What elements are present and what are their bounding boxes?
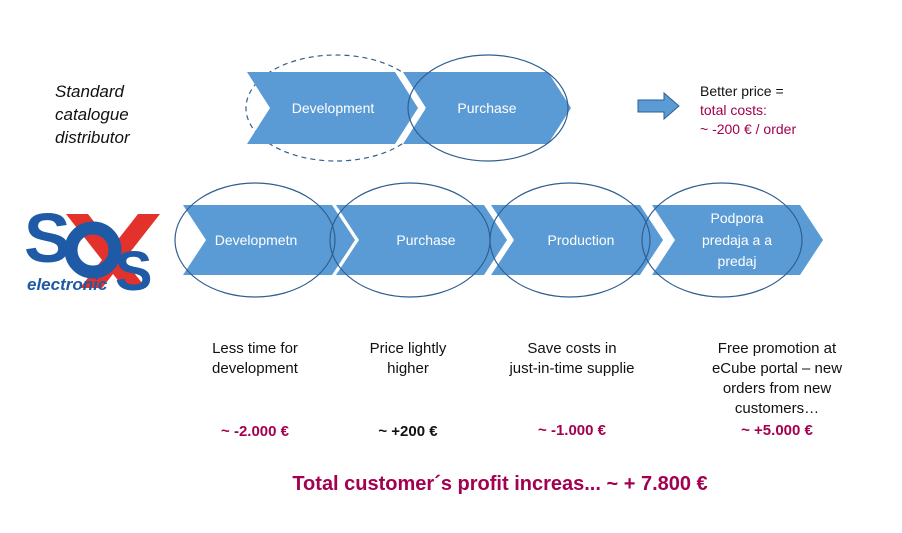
better-price-line2: total costs: [700, 102, 767, 118]
developmetn-label: Developmetn [215, 232, 298, 248]
benefit-development-line2: development [212, 360, 298, 377]
better-price-line3: ~ -200 € / order [700, 121, 797, 137]
production-ellipse [489, 182, 651, 298]
benefit-purchase-line1: Price lightly [369, 340, 447, 357]
standard-label-line3: distributor [55, 128, 130, 147]
benefit-production-value: ~ -1.000 € [538, 422, 606, 439]
production-label: Production [548, 232, 615, 248]
podpora-label-line3: predaj [718, 253, 757, 269]
purchase-ellipse-top [407, 54, 569, 162]
podpora-chevron [652, 205, 823, 275]
podpora-label-line2: predaja a a [702, 232, 772, 248]
benefit-promotion-line4: customers… [734, 400, 820, 417]
development-chevron [247, 72, 418, 144]
benefit-development-line1: Less time for [212, 340, 298, 357]
svg-text:S: S [24, 199, 71, 277]
benefit-purchase-value: ~ +200 € [378, 423, 438, 440]
benefit-development: Less time for development [180, 339, 330, 379]
benefit-purchase: Price lightly higher [333, 339, 483, 379]
right-arrow-icon [637, 91, 680, 121]
purchase-label: Purchase [396, 232, 455, 248]
benefit-development-value: ~ -2.000 € [221, 423, 289, 440]
benefit-promotion: Free promotion at eCube portal – new ord… [692, 339, 862, 419]
svg-text:S: S [115, 239, 152, 302]
benefit-production: Save costs in just-in-time supplie [492, 339, 652, 379]
developmetn-ellipse [174, 182, 336, 298]
purchase-chevron [336, 205, 507, 275]
benefit-production-line2: just-in-time supplie [509, 360, 635, 377]
podpora-label-line1: Podpora [711, 210, 764, 226]
standard-label-line1: Standard [55, 82, 124, 101]
benefit-promotion-value: ~ +5.000 € [741, 422, 813, 439]
purchase-chevron-top-label: Purchase [457, 100, 516, 116]
benefit-promotion-line1: Free promotion at [717, 340, 837, 357]
better-price-line1: Better price = [700, 83, 784, 99]
production-chevron [491, 205, 663, 275]
benefit-promotion-line2: eCube portal – new [711, 360, 843, 377]
developmetn-chevron [183, 205, 355, 275]
better-price-note: Better price = total costs: ~ -200 € / o… [700, 82, 890, 139]
total-profit: Total customer´s profit increas... ~ + 7… [292, 473, 708, 495]
benefit-purchase-line2: higher [387, 360, 429, 377]
development-chevron-label: Development [292, 100, 375, 116]
benefit-promotion-line3: orders from new [722, 380, 832, 397]
purchase-chevron-top [403, 72, 571, 144]
standard-distributor-label: Standard catalogue distributor [55, 80, 185, 149]
logo-wordmark: electronic [27, 275, 108, 294]
standard-label-line2: catalogue [55, 105, 129, 124]
podpora-ellipse [641, 182, 803, 298]
sos-electronic-logo: S S electronic [24, 199, 160, 302]
benefit-production-line1: Save costs in [527, 340, 617, 357]
